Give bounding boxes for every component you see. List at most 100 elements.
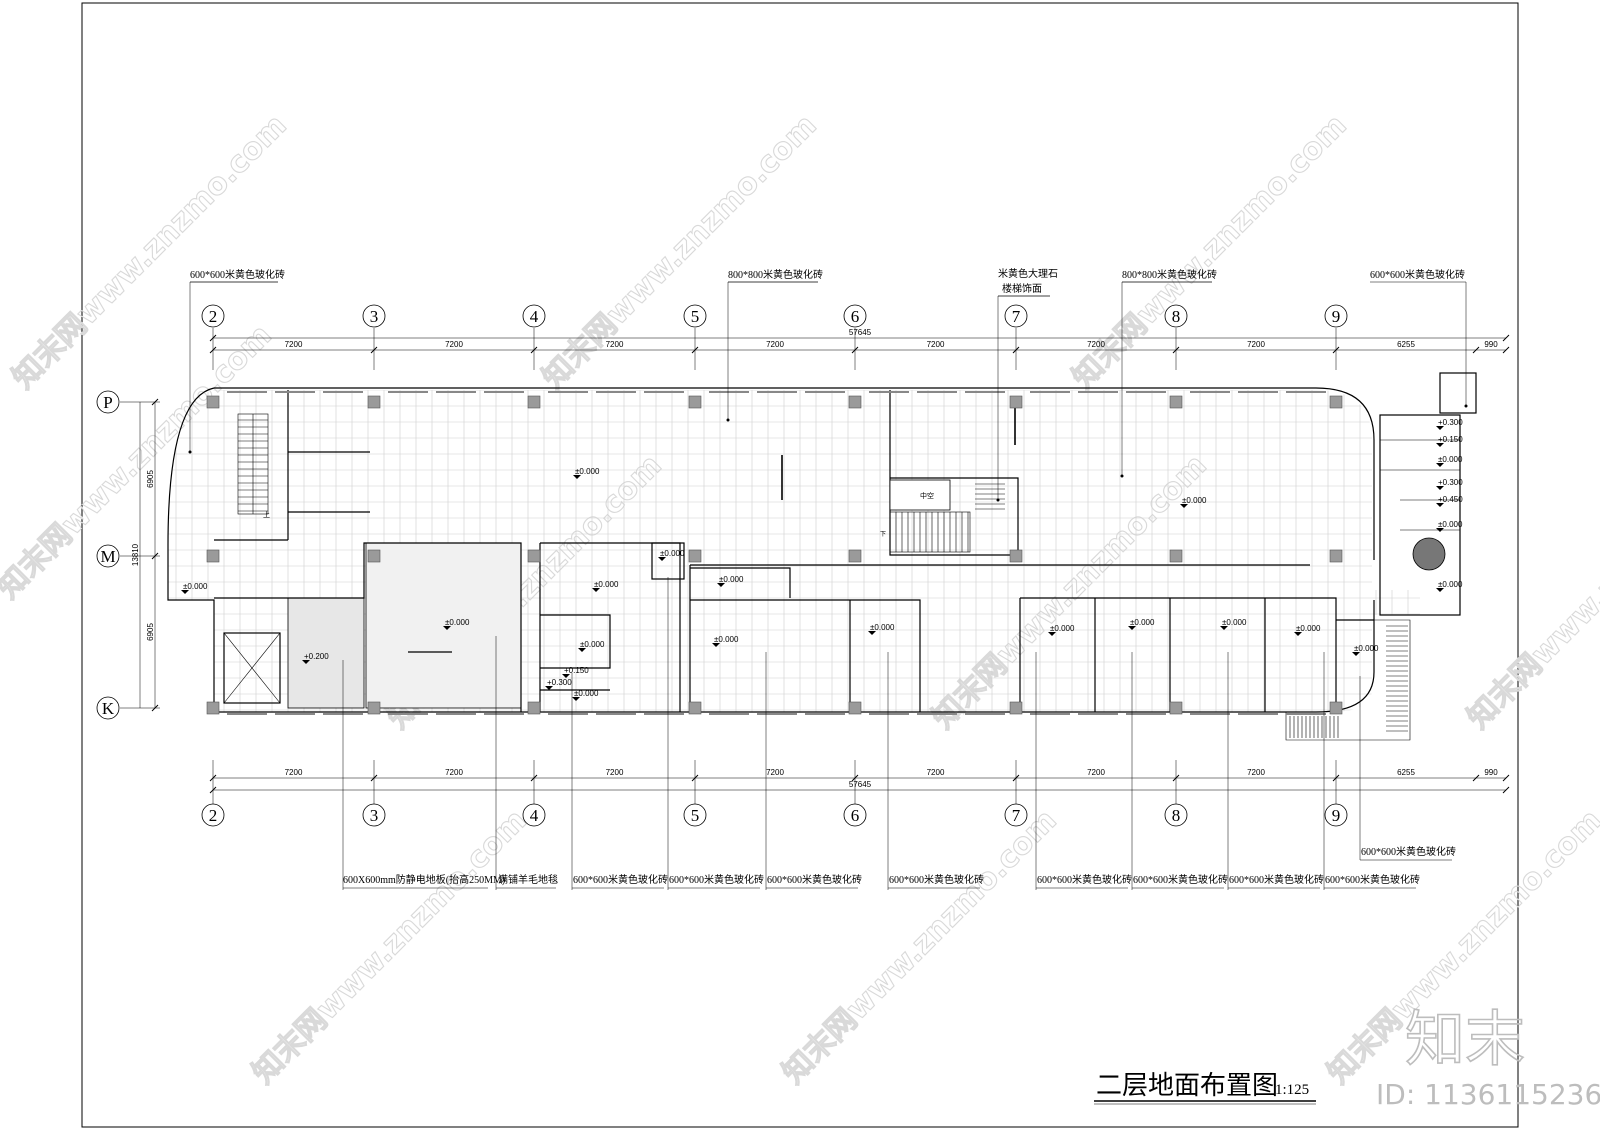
axis-label: 8 [1172,307,1181,326]
dimension-value: 7200 [606,768,624,777]
watermark-text: 知末网www.znzmo.com [776,803,1064,1091]
dimension-value: 7200 [1247,340,1265,349]
axis-bubble-9: 9 [1324,304,1348,328]
column [527,395,541,409]
west-stair [237,413,269,515]
axis-bubble-6: 6 [843,803,867,827]
axis-bubble-4: 4 [522,304,546,328]
level-marker: +0.300 [547,678,572,687]
level-marker: ±0.000 [574,689,599,698]
east-external-stair [1285,619,1411,741]
column [1169,395,1183,409]
top-label-1: 600*600米黄色玻化砖 [190,268,285,281]
level-marker: ±0.000 [1050,624,1075,633]
bottom-label-1: 600X600mm防静电地板(抬高250MM) [343,873,505,886]
dimension-value: 7200 [445,768,463,777]
column [1329,701,1343,715]
column [848,701,862,715]
watermark-text: 知末网www.znzmo.com [1066,108,1354,396]
level-marker: +0.150 [564,666,589,675]
top-label-2: 800*800米黄色玻化砖 [728,268,823,281]
watermark-logo: 知末 [1405,1005,1525,1075]
level-marker: ±0.000 [575,467,600,476]
dimension-value: 6905 [146,470,155,488]
dimension-value: 7200 [927,768,945,777]
column [206,549,220,563]
top-material-labels: 600*600米黄色玻化砖 800*800米黄色玻化砖 米黄色大理石 楼梯饰面 … [188,267,1468,502]
level-marker: ±0.000 [870,623,895,632]
watermark-text: 知末网www.znzmo.com [246,803,534,1091]
outer-wall-east [1315,600,1375,713]
dimension-total: 57645 [849,780,872,789]
axis-bubble-3: 3 [362,803,386,827]
dimension-value: 990 [1484,768,1498,777]
axis-bubble-7: 7 [1004,304,1028,328]
dimension-lines: 7200 7200 7200 7200 7200 7200 7200 6255 990 57645… [131,328,1510,794]
window-marks [227,391,1326,715]
axis-label: 3 [370,307,379,326]
bottom-label-6: 600*600米黄色玻化砖 [889,873,984,886]
level-marker: ±0.000 [183,582,208,591]
dimension-value: 7200 [1247,768,1265,777]
axis-label: 3 [370,806,379,825]
axis-bubble-8: 8 [1164,803,1188,827]
bottom-label-7: 600*600米黄色玻化砖 [1037,873,1132,886]
column [367,701,381,715]
bottom-label-9: 600*600米黄色玻化砖 [1229,873,1324,886]
dimension-value: 6255 [1397,340,1415,349]
atrium-walls [889,390,1019,556]
column [688,395,702,409]
bottom-label-5: 600*600米黄色玻化砖 [767,873,862,886]
dimension-value: 7200 [606,340,624,349]
dimension-value: 990 [1484,340,1498,349]
elevator [223,632,281,704]
axis-label: 2 [209,806,218,825]
dimension-total: 57645 [849,328,872,337]
axis-bubble-2: 2 [201,304,225,328]
axis-label: 6 [851,806,860,825]
column [848,395,862,409]
bottom-material-labels: 600X600mm防静电地板(抬高250MM) 满铺羊毛地毯 600*600米黄… [342,577,1456,890]
axis-label: 2 [209,307,218,326]
watermark-id: ID: 1136115236 [1376,1078,1600,1111]
stair-up-label: 上 [263,510,270,519]
bottom-label-8: 600*600米黄色玻化砖 [1133,873,1228,886]
axis-bubble-3: 3 [362,304,386,328]
dimension-value: 7200 [285,768,303,777]
south-room-walls-a [214,542,522,712]
sheet-border [81,2,1519,1128]
level-marker: ±0.000 [580,640,605,649]
column [848,549,862,563]
axis-bubble-4: 4 [522,803,546,827]
raised-floor-room [287,597,365,709]
axis-bubble-8: 8 [1164,304,1188,328]
dimension-value: 7200 [445,340,463,349]
axis-label: 4 [530,307,539,326]
stair-room-walls [214,390,370,541]
level-marker: ±0.000 [1182,496,1207,505]
bottom-label-11: 600*600米黄色玻化砖 [1361,845,1456,858]
dimension-total: 13810 [131,543,140,566]
dimension-value: 7200 [927,340,945,349]
drawing-title: 二层地面布置图 [1096,1071,1278,1100]
level-marker: ±0.000 [660,549,685,558]
drawing-scale: 1:125 [1275,1082,1309,1098]
stair-down-label: 下 [880,531,886,538]
axis-bubble-7: 7 [1004,803,1028,827]
column [206,701,220,715]
dimension-value: 7200 [766,768,784,777]
level-marker: +0.300 [1438,418,1463,427]
axis-bubble-5: 5 [683,304,707,328]
dimension-value: 7200 [766,340,784,349]
axis-label: 7 [1012,307,1021,326]
axis-bubble-P: P [96,390,120,414]
level-marker: ±0.000 [445,618,470,627]
central-stair [889,483,1005,553]
level-marker: ±0.000 [1222,618,1247,627]
axis-bubble-6: 6 [843,304,867,328]
dimension-value: 7200 [285,340,303,349]
drawing-title-block: 二层地面布置图 1:125 [1094,1071,1316,1105]
dimension-value: 6905 [146,623,155,641]
column [206,395,220,409]
axis-label: 9 [1332,307,1341,326]
